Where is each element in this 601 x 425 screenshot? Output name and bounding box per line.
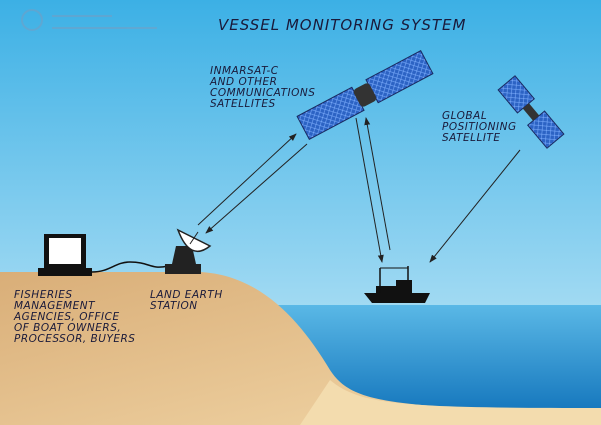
satellite-dish-icon: [165, 228, 212, 274]
gps-to-vessel-arrow: [429, 149, 521, 263]
uplink-arrow: [197, 133, 297, 226]
fishing-boat-icon: [364, 266, 430, 303]
land: [0, 272, 601, 425]
satellite-to-vessel-arrow: [355, 117, 384, 263]
inmarsat-label: INMARSAT-C AND OTHER COMMUNICATIONS SATE…: [210, 65, 316, 110]
vessel-to-satellite-arrow: [364, 117, 391, 251]
logo: [21, 9, 157, 31]
cable: [91, 261, 169, 273]
inmarsat-satellite-icon: [296, 49, 434, 141]
diagram-title: VESSEL MONITORING SYSTEM: [218, 16, 467, 34]
beach: [300, 380, 601, 425]
downlink-arrow: [205, 143, 308, 234]
land-earth-station-label: LAND EARTH STATION: [150, 289, 223, 312]
signal-arrows: [197, 117, 521, 263]
computer-icon: [38, 234, 92, 276]
gps-label: GLOBAL POSITIONING SATELLITE: [442, 110, 517, 144]
gps-satellite-icon: [497, 75, 565, 149]
fisheries-label: FISHERIES MANAGEMENT AGENCIES, OFFICE OF…: [14, 289, 136, 345]
